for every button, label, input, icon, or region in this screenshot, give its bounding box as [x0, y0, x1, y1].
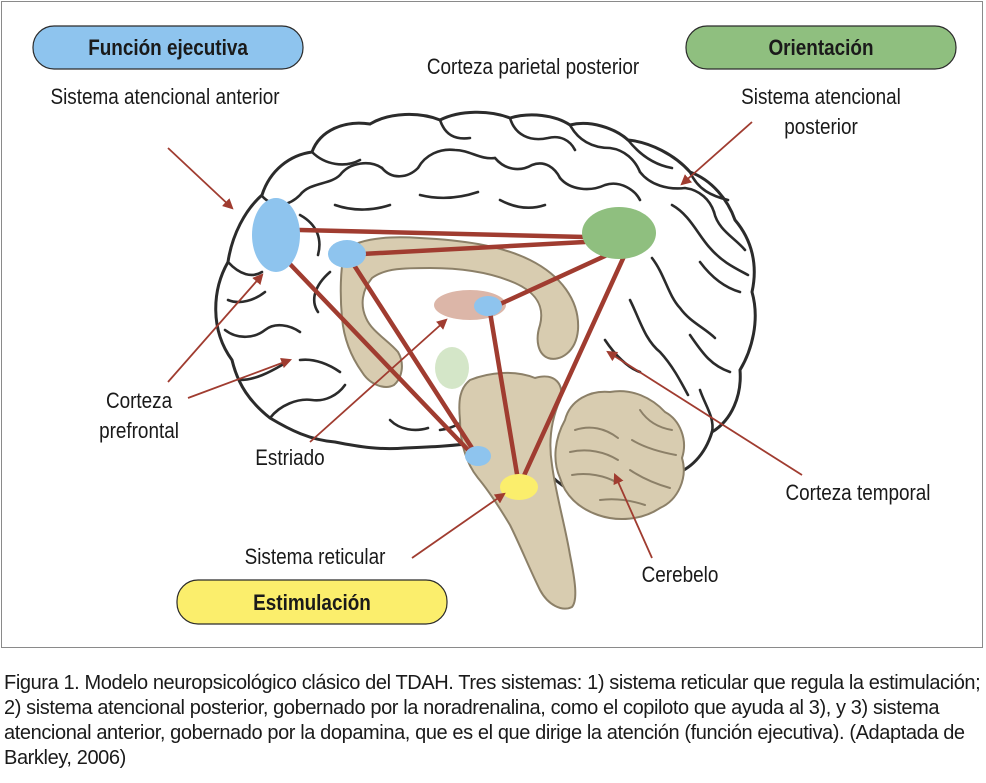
figure-caption: Figura 1. Modelo neuropsicológico clásic… [4, 671, 984, 771]
stimulation-badge-label: Estimulación [253, 591, 371, 616]
reticular-system-label: Sistema reticular [245, 545, 386, 570]
stimulation-badge [176, 579, 448, 625]
cingulate-node [328, 240, 366, 268]
posterior-attention-label-line1: Sistema atencional [741, 85, 901, 110]
reticular-node [500, 474, 538, 500]
brain-gyri [223, 116, 750, 434]
posterior-attention-label-line2: posterior [784, 115, 858, 140]
temporal-cortex-label: Corteza temporal [786, 481, 931, 506]
orientation-badge [685, 25, 957, 70]
corpus-callosum [339, 236, 580, 388]
prefrontal-label-line1: Corteza [106, 389, 173, 414]
caption-lead: Figura 1. [4, 672, 80, 694]
caption-text: Modelo neuropsicológico clásico del TDAH… [4, 672, 981, 769]
striatum-label: Estriado [255, 446, 324, 471]
cerebellum-label: Cerebelo [642, 563, 719, 588]
parietal-node [582, 207, 656, 259]
posterior-parietal-label: Corteza parietal posterior [427, 55, 639, 80]
cerebellum-folia [569, 409, 677, 506]
executive-badge-label: Función ejecutiva [88, 36, 248, 61]
amygdala-faint [435, 347, 469, 389]
prefrontal-label-line2: prefrontal [99, 419, 179, 444]
brain-diagram: Función ejecutiva Orientación Estimulaci… [32, 25, 957, 625]
anterior-attention-label: Sistema atencional anterior [50, 85, 279, 110]
connections [285, 227, 629, 483]
pointer-arrows [167, 121, 803, 559]
orientation-badge-label: Orientación [768, 36, 873, 61]
thalamus-node [465, 446, 491, 466]
prefrontal-node [252, 198, 300, 272]
executive-badge [32, 25, 304, 70]
striatum-node [474, 296, 502, 316]
